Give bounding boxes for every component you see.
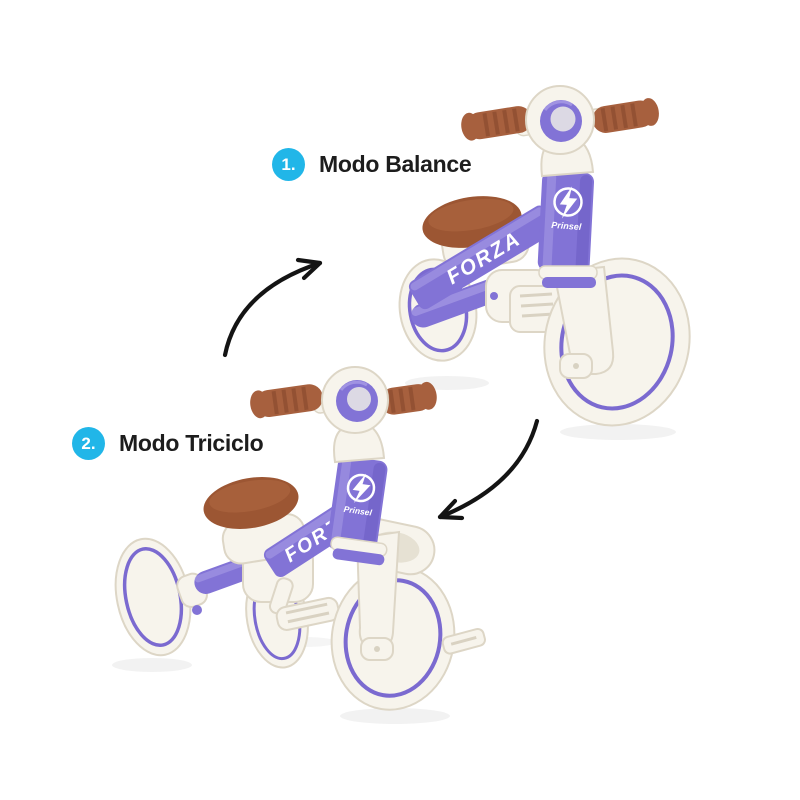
bike2-right-grip [380,381,437,415]
bike1-brand-decal: Prinsel [551,220,582,232]
bike2-head-tube: Prinsel [327,456,388,566]
balance-mode-bike-image: FORZA Prinsel [398,85,691,440]
step-2-label: Modo Triciclo [119,430,264,456]
step-1-annotation: 1. Modo Balance [272,148,472,181]
bike1-handlebar [461,98,659,141]
bike1-shadows [405,376,676,440]
bike1-head-ring [525,85,595,155]
bike1-brand-logo: Prinsel [551,186,583,232]
step-2-number: 2. [81,433,96,453]
tricycle-mode-bike-image: FORZA [112,366,486,724]
arrow-to-balance-icon [222,257,323,358]
bike1-fork [552,265,615,379]
bike2-brand-decal: Prinsel [343,504,373,518]
step-1-number: 1. [281,154,296,174]
bike1-head-tube: Prinsel [537,171,598,288]
bike2-head-ring [321,366,389,434]
bike1-rear-stay [411,276,509,328]
step-2-badge: 2. [72,427,105,460]
bike2-left-rear-wheel [114,537,208,657]
step-1-label: Modo Balance [319,151,472,177]
bike2-saddle [203,477,299,529]
step-1-badge: 1. [272,148,305,181]
bike2-footrest [441,627,486,655]
bike1-right-grip [592,98,659,133]
bike1-left-grip [461,106,532,141]
arrow-to-triciclo-icon [437,418,540,521]
bike2-left-grip [250,384,323,419]
bike2-brand-logo: Prinsel [343,473,376,518]
step-2-annotation: 2. Modo Triciclo [72,427,264,460]
